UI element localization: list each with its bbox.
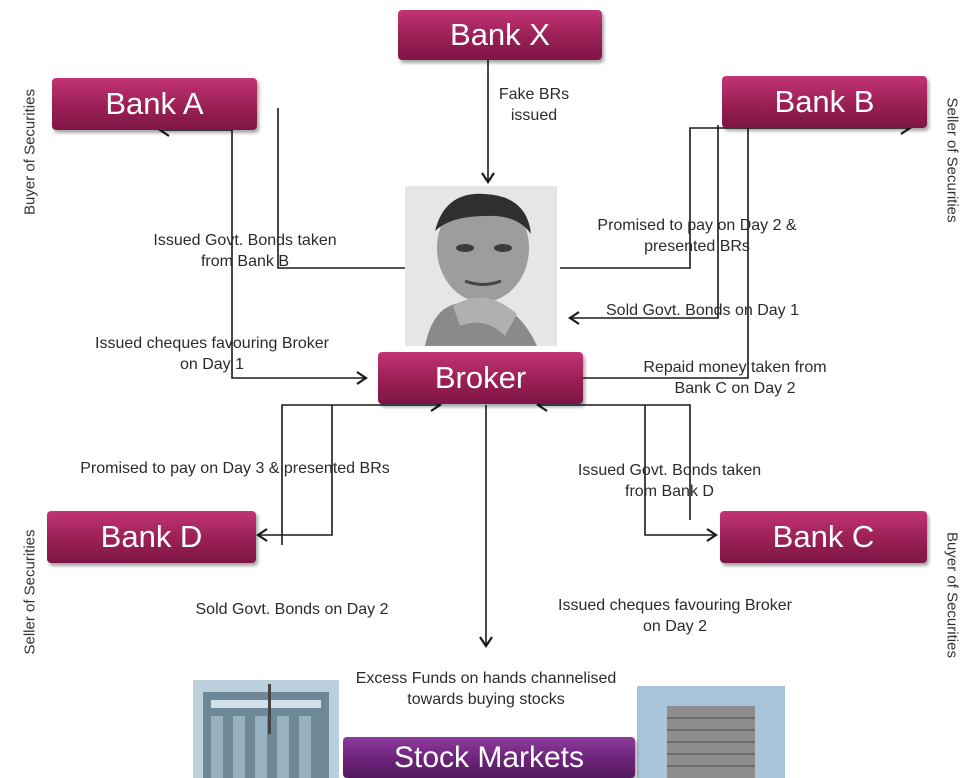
node-broker: Broker — [378, 352, 583, 404]
edge-bankc-issue — [536, 398, 691, 520]
edge-banka-bonds — [277, 108, 405, 269]
label-sold-day1: Sold Govt. Bonds on Day 1 — [606, 302, 799, 319]
stock-exchange-building-left — [193, 680, 339, 778]
edge-repaid — [583, 125, 749, 379]
label-cheques-day1: Issued cheques favouring Broker on Day 1 — [95, 335, 329, 373]
edge-broker-bankc-cheque — [644, 405, 718, 542]
label-cheques-day2: Issued cheques favouring Broker on Day 2 — [558, 597, 792, 635]
node-bank-d: Bank D — [47, 511, 256, 563]
label-issued-bonds-d: Issued Govt. Bonds taken from Bank D — [577, 462, 762, 500]
node-bank-c: Bank C — [720, 511, 927, 563]
label-repaid-c: Repaid money taken from Bank C on Day 2 — [643, 359, 827, 397]
edge-bankb-sold — [568, 125, 719, 325]
role-bank-b: Seller of Securities — [943, 97, 961, 223]
label-fake-brs: Fake BRs issued — [498, 86, 570, 124]
label-excess-funds: Excess Funds on hands channelised toward… — [355, 670, 617, 708]
label-promised-day2: Promised to pay on Day 2 & presented BRs — [597, 217, 797, 255]
role-bank-c: Buyer of Securities — [943, 532, 961, 658]
node-bank-x: Bank X — [398, 10, 602, 60]
label-promised-day3: Promised to pay on Day 3 & presented BRs — [80, 460, 390, 477]
edge-bankd-promise — [281, 398, 442, 545]
label-sold-day2: Sold Govt. Bonds on Day 2 — [195, 601, 389, 618]
edge-banka-cheques — [231, 130, 368, 385]
role-bank-d: Seller of Securities — [21, 529, 39, 655]
label-issued-bonds-b: Issued Govt. Bonds taken from Bank B — [153, 232, 337, 270]
broker-portrait — [405, 186, 557, 346]
node-stock-markets: Stock Markets — [343, 737, 635, 778]
role-bank-a: Buyer of Securities — [21, 89, 39, 215]
edge-broker-bankb-promise — [560, 121, 912, 269]
stock-exchange-building-right — [637, 686, 785, 778]
edge-broker-bankd-sold — [256, 405, 333, 542]
node-bank-b: Bank B — [722, 76, 927, 128]
node-bank-a: Bank A — [52, 78, 257, 130]
